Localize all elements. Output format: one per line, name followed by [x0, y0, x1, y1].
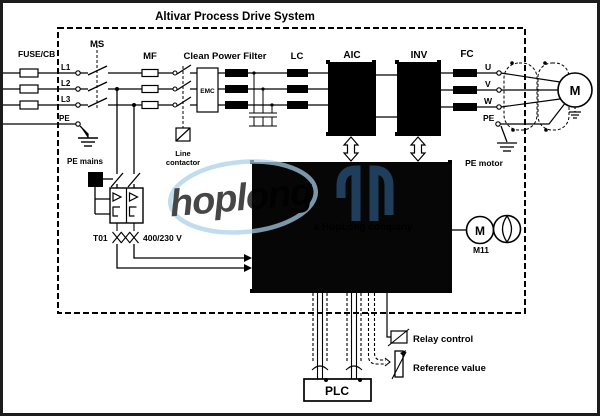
hoplong-company-text: a HopLong company	[314, 222, 413, 233]
cable-shield-icon	[503, 62, 570, 131]
fan-motor-label: M11	[473, 245, 489, 255]
clean-power-filter-label: Clean Power Filter	[184, 51, 267, 62]
shield-bond-dots	[510, 61, 548, 132]
inv-block	[395, 60, 441, 136]
transformer-label: T01	[93, 233, 108, 243]
cpf-capacitor-bank	[249, 71, 277, 127]
phase-l1-label: L1	[61, 63, 71, 72]
aic-label: AIC	[343, 50, 360, 61]
fc-label: FC	[460, 49, 473, 60]
bus-double-arrows	[342, 136, 427, 162]
fan-impeller-icon	[492, 214, 522, 244]
input-fuse-symbols	[19, 68, 39, 110]
input-terminals	[75, 70, 81, 127]
inv-label: INV	[411, 50, 428, 61]
phase-l3-label: L3	[61, 95, 71, 104]
terminal-pe-label: PE	[483, 113, 495, 123]
terminal-w-label: W	[484, 96, 493, 106]
relay-icon	[387, 328, 410, 347]
terminal-u-label: U	[485, 62, 491, 72]
phase-lines	[3, 72, 328, 138]
main-fuses-label: MF	[143, 51, 157, 62]
system-boundary-border	[57, 27, 526, 314]
fuse-cb-label: FUSE/CB	[18, 49, 55, 59]
line-contactor-label-1: Line	[175, 149, 190, 158]
pe-motor-ground-icon	[497, 125, 517, 152]
phase-l2-label: L2	[61, 79, 71, 88]
pe-mains-label: PE mains	[67, 157, 104, 166]
transformer-voltage: 400/230 V	[143, 233, 182, 243]
pe-label: PE	[59, 114, 70, 123]
reference-value-label: Reference value	[413, 363, 486, 374]
reference-pot-icon	[391, 350, 407, 380]
dc-bus-lines	[376, 74, 397, 118]
line-contactor-label-2: contactor	[166, 158, 200, 167]
pe-motor-label: PE motor	[465, 158, 503, 168]
output-terminals	[495, 70, 502, 127]
control-power-branch	[88, 87, 252, 272]
plc-box	[303, 378, 372, 402]
terminal-v-label: V	[485, 79, 491, 89]
main-switch-blades	[87, 65, 108, 108]
emc-label: EMC	[200, 88, 215, 95]
fc-choke-symbols	[453, 69, 477, 111]
main-switch-label: MS	[90, 39, 104, 50]
drive-system-diagram: Altivar Process Drive System FUSE/CB L1 …	[3, 11, 593, 402]
cpf-choke-symbols	[225, 69, 248, 109]
pe-mains-ground-icon	[78, 137, 98, 147]
plc-label: PLC	[325, 384, 349, 398]
motor-ground-icon	[569, 107, 581, 119]
line-choke-label: LC	[291, 51, 304, 62]
diagram-title: Altivar Process Drive System	[155, 11, 315, 23]
hoplong-logo-mark	[336, 165, 394, 221]
main-motor-letter: M	[570, 83, 581, 98]
motor-cable-wires	[500, 72, 567, 125]
fan-motor-letter: M	[475, 224, 485, 238]
emc-box	[196, 67, 219, 113]
aic-block	[326, 60, 376, 136]
plc-junction-dots	[324, 378, 362, 382]
main-fuse-symbols	[141, 68, 159, 110]
line-contactor-symbol	[172, 64, 192, 142]
io-cables	[311, 293, 391, 379]
relay-control-label: Relay control	[413, 334, 473, 345]
lc-choke-symbols	[287, 69, 308, 109]
